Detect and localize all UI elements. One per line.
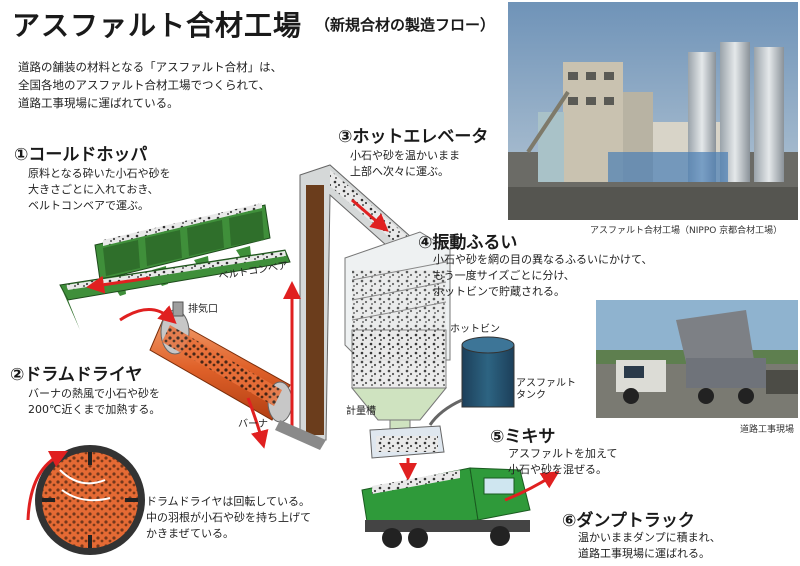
step-desc-hot-elevator: 小石や砂を温かいまま 上部へ次々に運ぶ。 xyxy=(350,149,460,178)
step-desc-dump-truck: 温かいままダンプに積まれ、 道路工事現場に運ばれる。 xyxy=(578,531,721,560)
intro-text: 道路の舗装の材料となる「アスファルト合材」は、 全国各地のアスファルト合材工場で… xyxy=(18,58,318,112)
site-photo-image xyxy=(596,300,798,418)
step-title-drum-dryer: ②ドラムドライヤ xyxy=(10,365,143,385)
drum-dryer xyxy=(119,301,293,449)
label-weigh-tank: 計量槽 xyxy=(346,406,376,417)
label-exhaust: 排気口 xyxy=(188,304,218,315)
hot-elevator xyxy=(275,164,421,450)
vibrating-screen xyxy=(344,231,451,433)
step-desc-vibrating-screen: 小石や砂を網の目の異なるふるいにかけて、 もう一度サイズごとに分け、 ホットビン… xyxy=(433,253,653,298)
drum-note: ドラムドライヤは回転している。 中の羽根が小石や砂を持ち上げて かきまぜている。 xyxy=(146,495,311,540)
step-title-mixer: ⑤ミキサ xyxy=(490,427,556,447)
belt-conveyor xyxy=(59,249,291,330)
intro-line: 道路の舗装の材料となる「アスファルト合材」は、 xyxy=(18,60,283,74)
step-title-vibrating-screen: ④振動ふるい xyxy=(418,233,518,253)
plant-photo xyxy=(508,2,798,220)
site-photo-caption: 道路工事現場 xyxy=(740,425,795,435)
mixer xyxy=(369,425,445,481)
step-title-cold-hopper: ①コールドホッパ xyxy=(14,145,148,165)
page-title: アスファルト合材工場 xyxy=(12,9,303,42)
dump-truck xyxy=(361,467,560,548)
plant-photo-caption: アスファルト合材工場（NIPPO 京都合材工場） xyxy=(590,226,783,236)
step-title-dump-truck: ⑥ダンプトラック xyxy=(562,511,695,531)
step-desc-drum-dryer: バーナの熱風で小石や砂を 200℃近くまで加熱する。 xyxy=(28,387,161,416)
label-hot-bin: ホットビン xyxy=(450,324,500,335)
step-desc-cold-hopper: 原料となる砕いた小石や砂を 大きさごとに入れておき、 ベルトコンベアで運ぶ。 xyxy=(28,167,171,212)
page-subtitle: （新規合材の製造フロー） xyxy=(315,16,496,34)
step-title-hot-elevator: ③ホットエレベータ xyxy=(338,127,489,147)
label-burner: バーナ xyxy=(238,419,268,430)
asphalt-tank xyxy=(428,336,515,426)
drum-cross-section xyxy=(26,445,145,555)
plant-photo-image xyxy=(508,2,798,220)
intro-line: 道路工事現場に運ばれている。 xyxy=(18,96,179,110)
site-photo xyxy=(596,300,798,418)
intro-line: 全国各地のアスファルト合材工場でつくられて、 xyxy=(18,78,271,92)
step-desc-mixer: アスファルトを加えて 小石や砂を混ぜる。 xyxy=(508,447,618,476)
label-asphalt-tank: アスファルト タンク xyxy=(516,378,576,401)
